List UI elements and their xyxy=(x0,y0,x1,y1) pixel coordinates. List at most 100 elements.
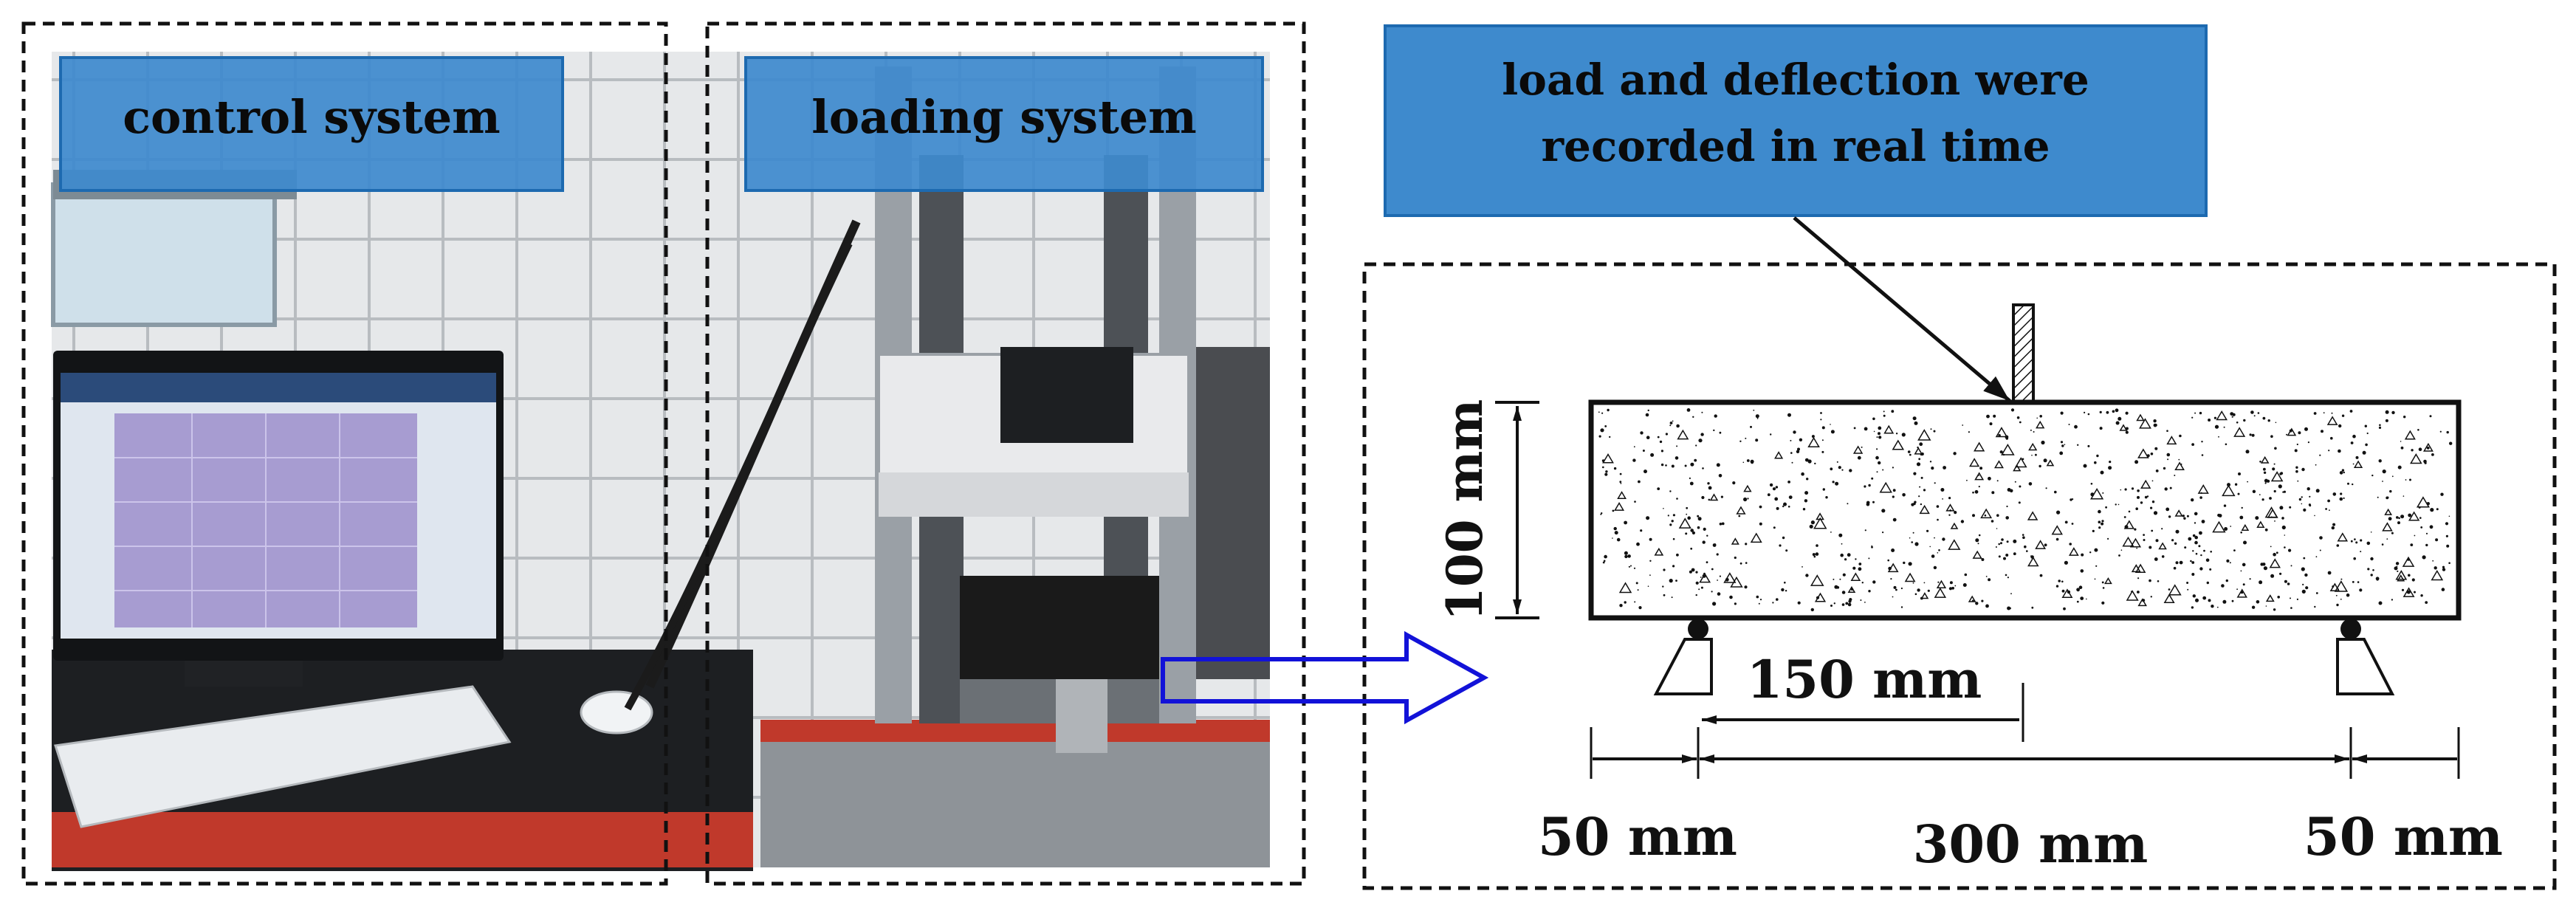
aggregate-dot xyxy=(2273,608,2276,611)
aggregate-dot xyxy=(2366,541,2371,546)
aggregate-dot xyxy=(2224,527,2228,531)
aggregate-dot xyxy=(1907,450,1911,453)
aggregate-dot xyxy=(1649,574,1651,576)
aggregate-dot xyxy=(2277,596,2280,599)
aggregate-dot xyxy=(2026,550,2028,552)
aggregate-dot xyxy=(1745,543,1748,546)
aggregate-dot xyxy=(2295,470,2298,473)
aggregate-dot xyxy=(1672,537,1675,540)
aggregate-dot xyxy=(2319,549,2321,551)
aggregate-dot xyxy=(1972,491,1974,494)
aggregate-dot xyxy=(2439,430,2442,433)
aggregate-triangle xyxy=(2028,442,2038,451)
aggregate-dot xyxy=(2135,507,2138,510)
aggregate-dot xyxy=(1902,493,1906,497)
aggregate-dot xyxy=(2060,411,2064,415)
aggregate-dot xyxy=(1978,486,1980,488)
aggregate-dot xyxy=(2061,444,2064,447)
aggregate-dot xyxy=(1833,602,1835,605)
aggregate-dot xyxy=(2195,598,2199,602)
aggregate-dot xyxy=(1936,505,1940,508)
aggregate-dot xyxy=(1809,524,1813,529)
aggregate-dot xyxy=(2267,419,2270,422)
aggregate-dot xyxy=(2278,484,2282,489)
aggregate-dot xyxy=(2307,441,2309,444)
aggregate-triangle xyxy=(1810,574,1824,586)
aggregate-dot xyxy=(1900,587,1903,590)
aggregate-dot xyxy=(1861,446,1863,448)
aggregate-dot xyxy=(1933,565,1937,570)
aggregate-dot xyxy=(2377,496,2379,498)
aggregate-dot xyxy=(1984,514,1987,517)
aggregate-triangle xyxy=(1969,458,1980,467)
aggregate-dot xyxy=(1799,438,1803,441)
aggregate-dot xyxy=(1695,444,1697,447)
aggregate-dot xyxy=(1698,438,1703,443)
aggregate-triangle xyxy=(1934,587,1947,598)
aggregate-dot xyxy=(1866,501,1870,505)
aggregate-dot xyxy=(2007,577,2009,579)
aggregate-dot xyxy=(2352,483,2354,486)
aggregate-dot xyxy=(1717,592,1721,596)
aggregate-dot xyxy=(2327,499,2331,503)
aggregate-dot xyxy=(1929,461,1932,463)
aggregate-dot xyxy=(1602,466,1604,469)
aggregate-dot xyxy=(2018,501,2021,504)
aggregate-dot xyxy=(1707,482,1710,485)
aggregate-triangle xyxy=(2174,509,2183,517)
aggregate-triangle xyxy=(2001,443,2015,455)
aggregate-dot xyxy=(2134,528,2137,531)
aggregate-dot xyxy=(1942,498,1944,500)
aggregate-dot xyxy=(2199,496,2202,499)
aggregate-dot xyxy=(2238,472,2241,475)
aggregate-dot xyxy=(1871,477,1874,480)
aggregate-triangle xyxy=(1602,453,1614,464)
aggregate-dot xyxy=(2422,555,2426,560)
aggregate-dot xyxy=(2353,557,2356,560)
aggregate-dot xyxy=(2149,579,2151,582)
aggregate-dot xyxy=(2010,408,2015,412)
aggregate-dot xyxy=(1974,489,1979,494)
aggregate-dot xyxy=(2157,580,2160,582)
aggregate-dot xyxy=(2289,506,2292,509)
aggregate-triangle xyxy=(2382,522,2393,532)
aggregate-dot xyxy=(2385,410,2389,414)
aggregate-dot xyxy=(2442,565,2445,568)
aggregate-dot xyxy=(1841,603,1845,606)
aggregate-dot xyxy=(2341,469,2345,472)
aggregate-triangle xyxy=(1850,572,1861,582)
aggregate-dot xyxy=(1686,408,1691,412)
aggregate-dot xyxy=(2231,599,2234,602)
aggregate-dot xyxy=(2283,490,2286,493)
aggregate-dot xyxy=(2178,458,2180,461)
aggregate-triangle xyxy=(2264,506,2278,518)
aggregate-dot xyxy=(1977,543,1979,545)
aggregate-dot xyxy=(1914,542,1919,546)
aggregate-dot xyxy=(1718,474,1723,478)
aggregate-dot xyxy=(2118,416,2122,421)
aggregate-dot xyxy=(2430,508,2434,512)
aggregate-dot xyxy=(2274,520,2276,522)
aggregate-dot xyxy=(2168,515,2171,518)
aggregate-dot xyxy=(1720,495,1723,498)
aggregate-dot xyxy=(1858,567,1862,571)
aggregate-dot xyxy=(1746,459,1750,462)
aggregate-dot xyxy=(1721,522,1725,526)
aggregate-dot xyxy=(2355,455,2359,459)
aggregate-dot xyxy=(2255,516,2259,520)
aggregate-dot xyxy=(2327,571,2332,575)
aggregate-dot xyxy=(2153,419,2157,423)
aggregate-triangle xyxy=(2222,484,2236,497)
aggregate-dot xyxy=(2013,539,2017,543)
aggregate-dot xyxy=(1830,467,1833,471)
aggregate-dot xyxy=(1999,450,2003,454)
aggregate-dot xyxy=(2335,594,2338,596)
aggregate-dot xyxy=(1686,513,1688,515)
aggregate-dot xyxy=(2420,526,2423,529)
aggregate-dot xyxy=(1697,526,1700,529)
aggregate-dot xyxy=(1602,561,1605,564)
aggregate-dot xyxy=(1708,486,1712,490)
aggregate-dot xyxy=(1892,467,1894,469)
aggregate-triangle xyxy=(1920,592,1929,599)
